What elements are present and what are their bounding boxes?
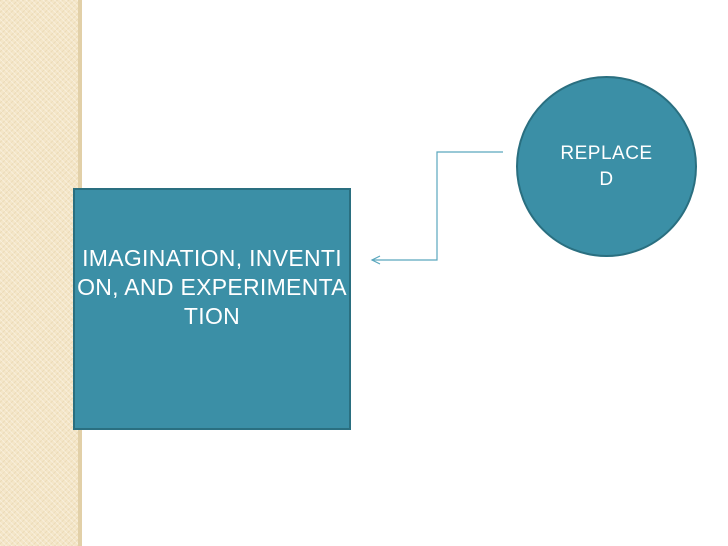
imagination-box-label: IMAGINATION, INVENTION, AND EXPERIMENTAT…: [77, 245, 347, 329]
imagination-box: IMAGINATION, INVENTION, AND EXPERIMENTAT…: [73, 188, 351, 430]
side-decorative-band: [0, 0, 78, 546]
replaced-circle: REPLACED: [516, 76, 697, 257]
connector-arrow-head: [370, 255, 381, 265]
replaced-circle-label: REPLACED: [560, 143, 653, 190]
connector-line: [372, 151, 503, 261]
